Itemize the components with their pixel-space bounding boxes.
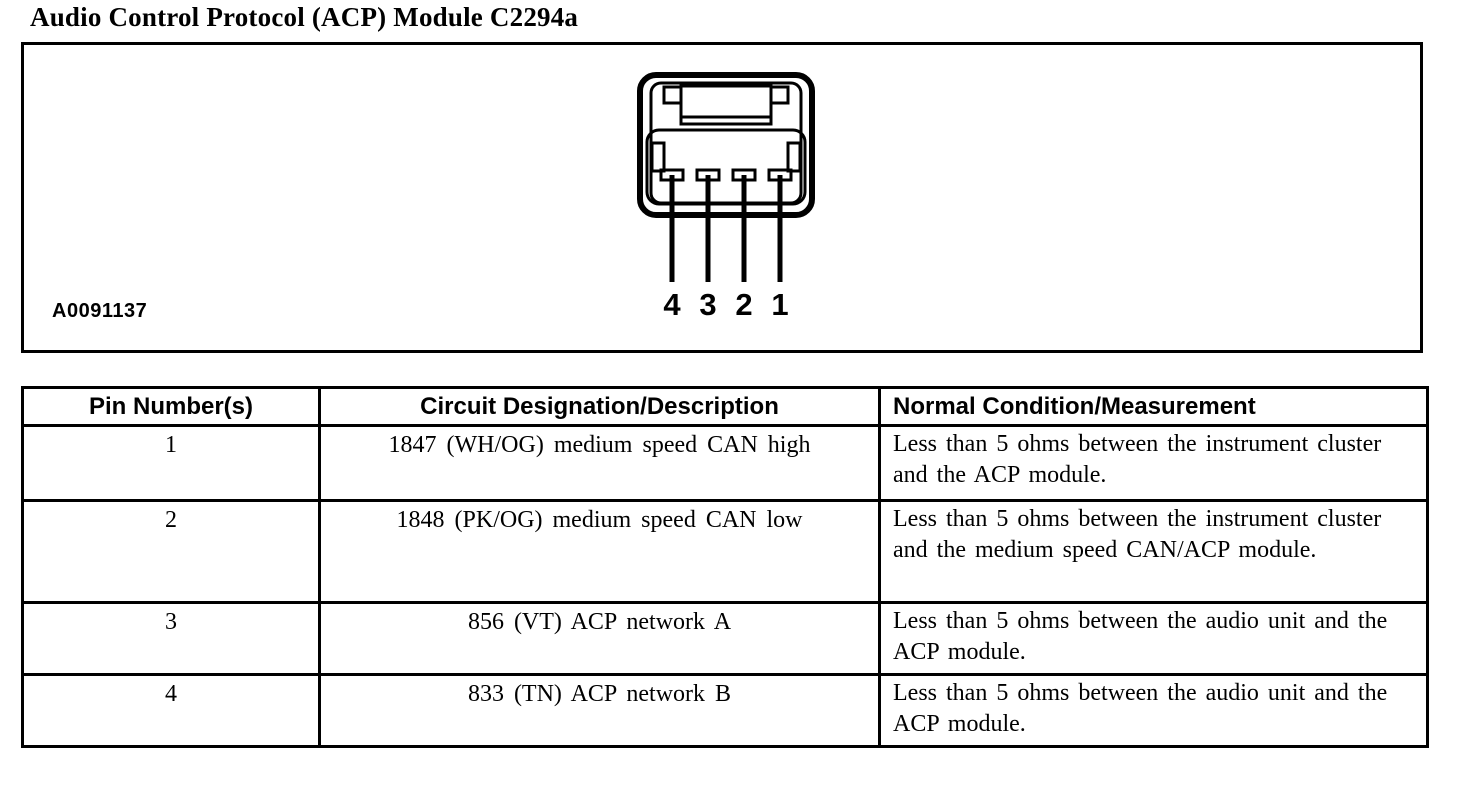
- connector-latch: [679, 84, 773, 126]
- circuit-cell: 856 (VT) ACP network A: [318, 601, 881, 676]
- circuit-cell: 1848 (PK/OG) medium speed CAN low: [318, 499, 881, 604]
- pin-slot-3: [695, 168, 721, 182]
- table-row-pin-3: 3 856 (VT) ACP network A Less than 5 ohm…: [21, 601, 1429, 676]
- table-row-pin-2: 2 1848 (PK/OG) medium speed CAN low Less…: [21, 499, 1429, 604]
- pin-slot-4: [659, 168, 685, 182]
- pin-number-cell: 3: [21, 601, 321, 676]
- pin-label-2: 2: [735, 287, 752, 322]
- table-row-pin-1: 1 1847 (WH/OG) medium speed CAN high Les…: [21, 424, 1429, 502]
- pin-slot-2: [731, 168, 757, 182]
- page-title: Audio Control Protocol (ACP) Module C229…: [30, 2, 579, 32]
- latch-tab-right: [769, 85, 790, 105]
- col-header-circuit-designation: Circuit Designation/Description: [318, 386, 881, 427]
- circuit-cell: 1847 (WH/OG) medium speed CAN high: [318, 424, 881, 502]
- pin-number-cell: 1: [21, 424, 321, 502]
- figure-id: A0091137: [52, 300, 148, 322]
- col-header-normal-condition: Normal Condition/Measurement: [878, 386, 1429, 427]
- pin-label-3: 3: [699, 287, 716, 322]
- pin-number-cell: 2: [21, 499, 321, 604]
- condition-cell: Less than 5 ohms between the instrument …: [878, 499, 1429, 604]
- connector-diagram: 4 3 2 1: [637, 72, 815, 322]
- pin-table: Pin Number(s) Circuit Designation/Descri…: [21, 386, 1429, 748]
- table-header-row: Pin Number(s) Circuit Designation/Descri…: [21, 386, 1429, 427]
- pin-number-cell: 4: [21, 673, 321, 748]
- connector-outer-shell: [637, 72, 815, 218]
- pin-label-1: 1: [771, 287, 788, 322]
- condition-cell: Less than 5 ohms between the instrument …: [878, 424, 1429, 502]
- side-slot-left: [650, 141, 666, 173]
- circuit-cell: 833 (TN) ACP network B: [318, 673, 881, 748]
- col-header-pin-number: Pin Number(s): [21, 386, 321, 427]
- pin-slot-1: [767, 168, 793, 182]
- condition-cell: Less than 5 ohms between the audio unit …: [878, 601, 1429, 676]
- latch-tab-left: [662, 85, 683, 105]
- pin-label-4: 4: [663, 287, 681, 322]
- table-row-pin-4: 4 833 (TN) ACP network B Less than 5 ohm…: [21, 673, 1429, 748]
- connector-figure-box: 4 3 2 1 A0091137: [21, 42, 1423, 353]
- condition-cell: Less than 5 ohms between the audio unit …: [878, 673, 1429, 748]
- connector-pin-section: [645, 128, 807, 206]
- side-slot-right: [786, 141, 802, 173]
